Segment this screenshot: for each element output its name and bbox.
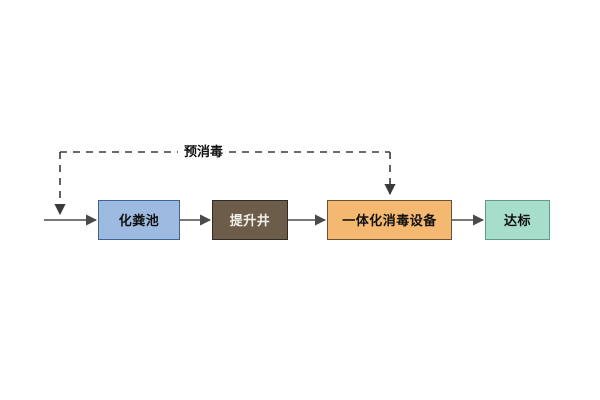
feedback-label: 预消毒: [178, 140, 230, 164]
node-septic-tank-label: 化粪池: [118, 212, 160, 228]
node-integrated-disinfection-equipment[interactable]: 一体化消毒设备: [327, 200, 452, 240]
node-lift-well[interactable]: 提升井: [212, 200, 288, 240]
node-lift-well-label: 提升井: [229, 212, 271, 228]
node-integrated-disinfection-equipment-label: 一体化消毒设备: [342, 212, 437, 228]
node-meets-standard[interactable]: 达标: [485, 200, 550, 240]
node-meets-standard-label: 达标: [503, 212, 531, 228]
node-septic-tank[interactable]: 化粪池: [98, 200, 180, 240]
